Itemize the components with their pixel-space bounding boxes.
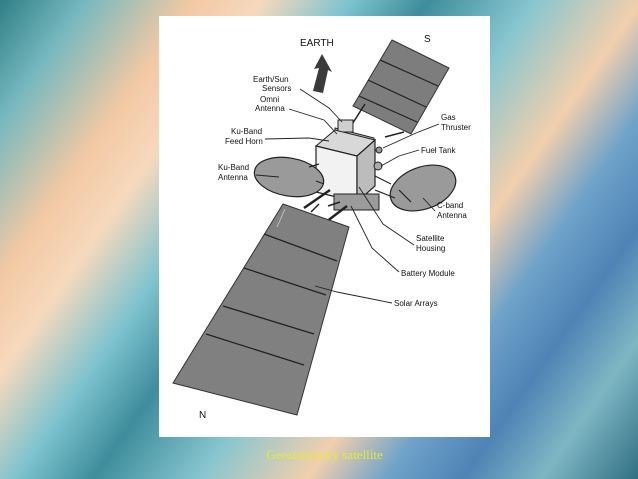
solar-arrays-label: Solar Arrays xyxy=(394,299,438,308)
ku-band-antenna-label-2: Antenna xyxy=(218,173,248,182)
ku-band-antenna xyxy=(253,156,325,198)
south-label: S xyxy=(424,34,431,45)
satellite-body xyxy=(314,119,383,211)
earth-label: EARTH xyxy=(300,38,334,49)
ku-band-antenna-label-1: Ku-Band xyxy=(218,163,249,172)
gas-thruster-label-1: Gas xyxy=(441,113,456,122)
c-band-antenna-label-2: Antenna xyxy=(437,211,467,220)
earth-sun-sensors-label-1: Earth/Sun xyxy=(253,75,289,84)
fuel-tank-label: Fuel Tank xyxy=(421,146,457,155)
c-band-antenna-label-1: C-band xyxy=(437,201,463,210)
leader-lines xyxy=(255,88,440,304)
satellite-diagram: EARTH S xyxy=(172,34,471,421)
diagram-caption: Geostationary satellite xyxy=(266,447,383,462)
upper-solar-array xyxy=(348,39,450,138)
diagram-panel: EARTH S xyxy=(159,16,490,437)
omni-antenna-label-2: Antenna xyxy=(255,104,285,113)
earth-sun-sensors-label-2: Sensors xyxy=(262,84,291,93)
satellite-housing-label-1: Satellite xyxy=(416,234,445,243)
earth-direction-arrow xyxy=(313,54,332,93)
c-band-antenna xyxy=(374,164,457,212)
satellite-housing-label-2: Housing xyxy=(416,244,445,253)
gas-thruster-label-2: Thruster xyxy=(441,123,471,132)
north-label: N xyxy=(199,410,206,421)
component-labels: Earth/Sun Sensors Omni Antenna Ku-Band F… xyxy=(218,75,471,308)
ku-band-feed-horn-label-2: Feed Horn xyxy=(225,137,263,146)
lower-solar-array xyxy=(172,203,350,416)
omni-antenna-label-1: Omni xyxy=(260,95,279,104)
array-boom xyxy=(303,188,348,223)
ku-band-feed-horn-label-1: Ku-Band xyxy=(231,127,262,136)
battery-module-label: Battery Module xyxy=(401,269,455,278)
